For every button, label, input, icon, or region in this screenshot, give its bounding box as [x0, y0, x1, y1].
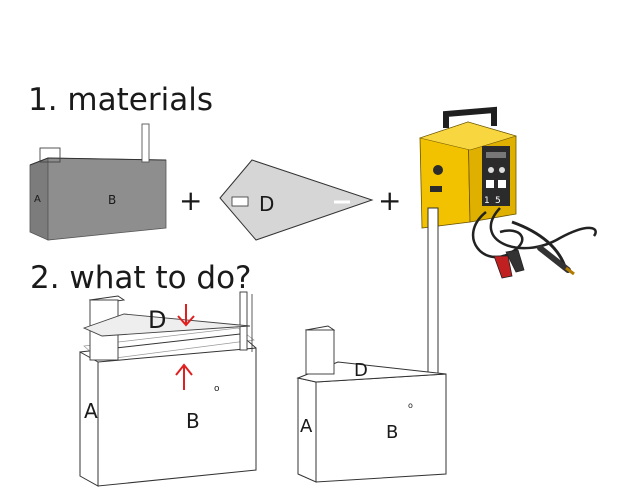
step-1-heading: 1. materials: [28, 82, 213, 118]
box-upright-tube: [141, 123, 150, 163]
welder-code-a: 1: [484, 196, 490, 206]
step-2-heading: 2. what to do?: [30, 260, 252, 296]
plate-square-hole: [231, 196, 249, 207]
assembly-right-front-face: [315, 373, 447, 483]
box-label-a: A: [34, 194, 41, 205]
welder-cable-1: [489, 207, 597, 250]
plate-label: D: [259, 192, 274, 216]
box-top-rim: [29, 157, 167, 166]
assembly-left-hole-mark: o: [214, 384, 220, 394]
welder-torch: [537, 245, 571, 273]
welder-display: [486, 152, 506, 158]
plate-shape: [219, 159, 374, 241]
welder-clamp-red: [493, 255, 513, 279]
arrow-down-icon: [177, 304, 195, 327]
material-plate: D: [219, 159, 374, 241]
arrow-up-icon: [175, 363, 193, 390]
assembly-left-label-b: B: [186, 409, 200, 433]
assembly-left-plate: [82, 313, 251, 337]
box-front-face: [47, 157, 167, 241]
box-chimney: [39, 147, 61, 163]
assembly-right-label-b: B: [386, 422, 398, 443]
welder-switch-1: [486, 180, 494, 188]
plus-sign-1: +: [179, 184, 202, 217]
welder-top: [418, 121, 518, 151]
plus-sign-2: +: [378, 184, 401, 217]
assembly-left-label-a: A: [84, 399, 98, 423]
assembly-right: D o A B: [296, 207, 447, 483]
welder-torch-tip: [565, 266, 575, 276]
welder-side-dial: [433, 165, 443, 175]
assembly-left-front-face: [97, 347, 257, 487]
welder-knob-1: [488, 167, 494, 173]
assembly-right-chimney: [305, 329, 335, 375]
welder-side-logo: [430, 186, 442, 192]
welder-knob-2: [499, 167, 505, 173]
box-label-b: B: [108, 193, 116, 207]
assembly-left-label-d: D: [148, 306, 166, 334]
assembly-left-tube: [239, 291, 248, 351]
assembly-right-label-a: A: [300, 416, 313, 437]
welder-switch-2: [498, 180, 506, 188]
assembly-right-tube: [427, 207, 439, 375]
welder-machine: 1 5: [418, 106, 597, 279]
welder-clamp-black: [505, 249, 525, 273]
material-box: A B: [29, 123, 167, 241]
assembly-right-hole-mark: o: [408, 401, 413, 410]
assembly-left: D o A B: [79, 291, 257, 487]
welder-code-b: 5: [495, 196, 501, 206]
assembly-right-label-d: D: [354, 360, 368, 381]
welder-handle: [443, 106, 497, 128]
